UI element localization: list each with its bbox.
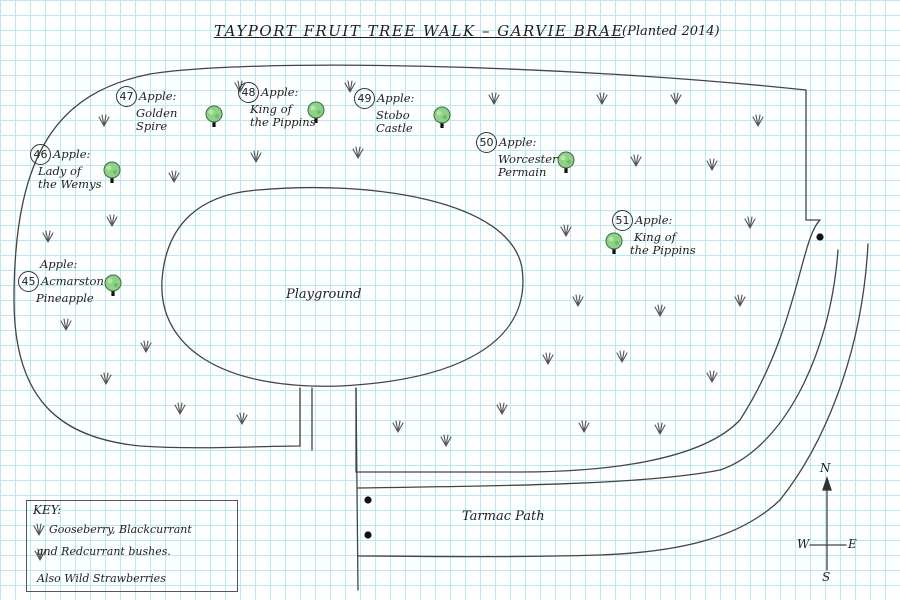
bush-icon xyxy=(488,92,500,105)
bush-icon xyxy=(706,158,718,171)
tree-number: 51 xyxy=(612,210,633,231)
bush-icon xyxy=(60,318,72,331)
path-edge-vertical-right xyxy=(355,387,359,591)
bush-icon xyxy=(560,224,572,237)
tree-number: 50 xyxy=(476,132,497,153)
bush-icon xyxy=(496,402,508,415)
path-edge-north xyxy=(357,249,839,489)
bush-icon xyxy=(630,154,642,167)
tree-number: 46 xyxy=(30,144,51,165)
map-subtitle: (Planted 2014) xyxy=(622,24,720,39)
key-line-3: Also Wild Strawberries xyxy=(37,572,166,585)
compass-arrow-icon xyxy=(822,475,832,491)
compass-north: N xyxy=(820,461,831,475)
bush-icon xyxy=(352,146,364,159)
tree-number: 48 xyxy=(238,82,259,103)
bush-icon xyxy=(392,420,404,433)
bush-icon xyxy=(174,402,186,415)
bush-icon xyxy=(706,370,718,383)
bush-icon xyxy=(100,372,112,385)
site-boundary-inner-east xyxy=(355,219,821,473)
playground-boundary xyxy=(161,186,524,387)
bush-icon xyxy=(168,170,180,183)
apple-tree-icon xyxy=(205,105,223,128)
bush-icon xyxy=(542,352,554,365)
gate-marker xyxy=(816,233,824,241)
playground-label: Playground xyxy=(286,287,362,302)
bush-icon xyxy=(654,304,666,317)
compass-east: E xyxy=(848,537,857,551)
tree-number: 45 xyxy=(18,271,39,292)
bush-icon xyxy=(440,434,452,447)
key-title: KEY: xyxy=(33,503,62,517)
apple-tree-icon xyxy=(104,274,122,297)
bush-icon xyxy=(596,92,608,105)
bush-icon xyxy=(744,216,756,229)
bush-icon xyxy=(140,340,152,353)
bush-icon xyxy=(250,150,262,163)
tree-number: 47 xyxy=(116,86,137,107)
site-boundary xyxy=(13,64,821,449)
path-edge-south xyxy=(357,243,869,558)
bush-icon xyxy=(616,350,628,363)
gate-marker xyxy=(364,496,372,504)
bush-icon xyxy=(572,294,584,307)
path-label: Tarmac Path xyxy=(462,509,545,524)
tree-number: 49 xyxy=(354,88,375,109)
map-key: KEY: Gooseberry, Blackcurrant and Redcur… xyxy=(26,500,238,592)
bush-icon xyxy=(670,92,682,105)
fruit-bushes xyxy=(34,80,764,561)
apple-tree-icon xyxy=(433,106,451,129)
bush-icon xyxy=(654,422,666,435)
bush-icon xyxy=(42,230,54,243)
bush-icon xyxy=(236,412,248,425)
gate-marker xyxy=(364,531,372,539)
apple-tree-icon xyxy=(557,151,575,174)
bush-icon xyxy=(734,294,746,307)
bush-icon xyxy=(98,114,110,127)
apple-tree-icon xyxy=(103,161,121,184)
compass-west: W xyxy=(797,537,810,551)
compass-south: S xyxy=(822,570,831,584)
key-line-1: Gooseberry, Blackcurrant xyxy=(49,523,192,536)
map-title: TAYPORT FRUIT TREE WALK – GARVIE BRAE xyxy=(214,22,624,40)
bush-icon xyxy=(33,523,45,536)
key-line-2: and Redcurrant bushes. xyxy=(37,545,171,558)
bush-icon xyxy=(106,214,118,227)
bush-icon xyxy=(578,420,590,433)
bush-icon xyxy=(752,114,764,127)
